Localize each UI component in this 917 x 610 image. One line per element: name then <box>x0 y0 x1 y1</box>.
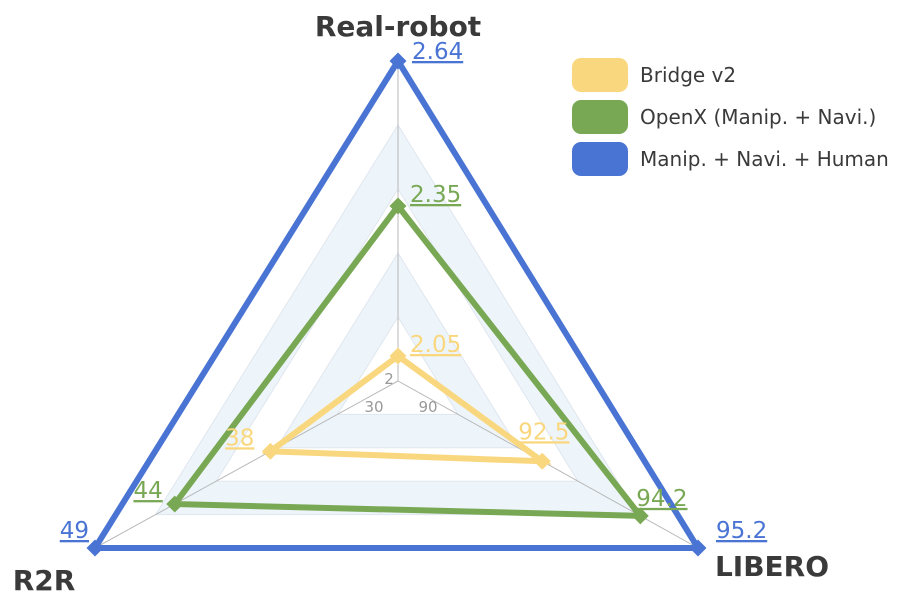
tick-label-r2r: 30 <box>364 398 383 416</box>
series-line-3 <box>89 55 704 551</box>
value-label-s1-a3: 38 <box>225 425 254 451</box>
value-label-s2-a2: 94.2 <box>636 486 687 512</box>
value-label-s2-a1: 2.35 <box>410 182 461 208</box>
axis-title-r2r: R2R <box>13 564 76 597</box>
value-label-s1-a1: 2.05 <box>410 332 461 358</box>
data-point-s1-a1 <box>389 347 407 365</box>
grid-spoke-3 <box>94 380 399 549</box>
value-label-s2-a3: 44 <box>133 478 162 504</box>
data-point-s3-a2 <box>689 539 707 557</box>
legend-label-openx: OpenX (Manip. + Navi.) <box>640 105 876 129</box>
label-layer: Real-robot LIBERO R2R 2 90 30 2.05 92.5 38… <box>13 10 829 597</box>
data-point-s3-a3 <box>86 539 104 557</box>
legend-swatch-openx <box>572 100 628 134</box>
legend-swatch-bridge-v2 <box>572 58 628 92</box>
value-label-s1-a2: 92.5 <box>518 419 569 445</box>
data-point-s1-a3 <box>261 442 279 460</box>
legend: Bridge v2 OpenX (Manip. + Navi.) Manip. … <box>572 58 889 176</box>
legend-label-manip-navi-human: Manip. + Navi. + Human <box>640 147 889 171</box>
value-label-s3-a1: 2.64 <box>412 39 463 65</box>
data-point-s2-a1 <box>389 197 407 215</box>
axis-title-real-robot: Real-robot <box>315 10 481 43</box>
data-point-s2-a3 <box>166 495 184 513</box>
series-layer <box>86 52 707 557</box>
data-point-s1-a2 <box>533 452 551 470</box>
legend-label-bridge-v2: Bridge v2 <box>640 63 736 87</box>
series-line-2 <box>168 201 647 520</box>
value-label-s3-a3: 49 <box>60 518 89 544</box>
series-line-1 <box>261 352 552 465</box>
legend-swatch-manip-navi-human <box>572 142 628 176</box>
tick-label-libero: 90 <box>418 398 437 416</box>
tick-label-real-robot: 2 <box>384 370 394 388</box>
axis-title-libero: LIBERO <box>715 550 829 583</box>
value-label-s3-a2: 95.2 <box>716 518 767 544</box>
